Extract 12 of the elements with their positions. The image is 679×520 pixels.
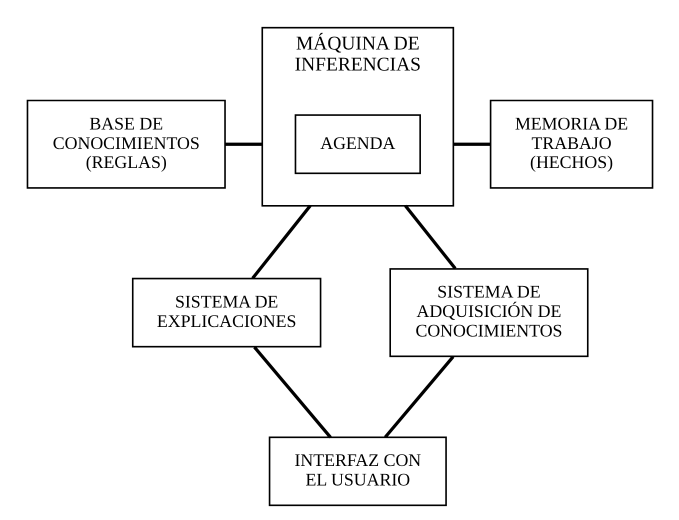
connector	[250, 204, 311, 280]
connector	[224, 142, 262, 146]
connector	[252, 346, 332, 438]
connector	[384, 356, 454, 438]
connector	[452, 142, 490, 146]
node-box: INTERFAZ CON EL USUARIO	[268, 436, 446, 506]
node-box: SISTEMA DE EXPLICACIONES	[131, 278, 321, 348]
node-box: MEMORIA DE TRABAJO (HECHOS)	[489, 100, 653, 189]
node-box: AGENDA	[294, 114, 420, 174]
node-box: SISTEMA DE ADQUISICIÓN DE CONOCIMIENTOS	[388, 268, 588, 358]
node-box: BASE DE CONOCIMIENTOS (REGLAS)	[26, 100, 226, 189]
connector	[404, 204, 456, 270]
